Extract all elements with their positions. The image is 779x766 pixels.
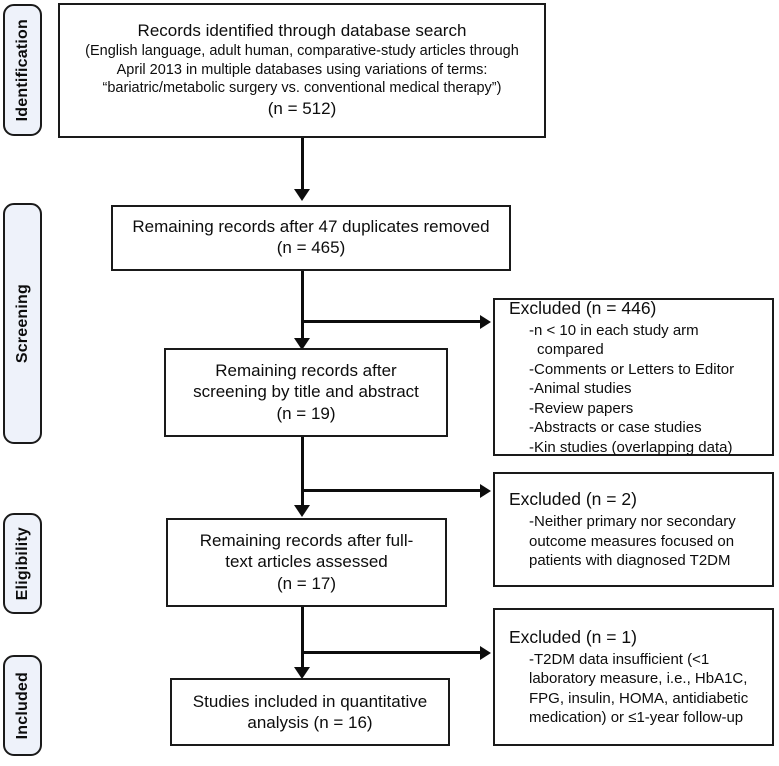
box-after-fulltext-count: (n = 17) bbox=[276, 573, 337, 593]
arrowhead-branch-to-excluded-eligibility bbox=[480, 484, 491, 498]
stage-label-screening: Screening bbox=[13, 283, 31, 364]
box-after-fulltext-title-2: text articles assessed bbox=[225, 552, 388, 572]
box-excluded-eligibility: Excluded (n = 2) -Neither primary nor se… bbox=[493, 472, 774, 587]
excluded-reason: outcome measures focused on bbox=[529, 532, 735, 550]
box-records-identified-sub-3: “bariatric/metabolic surgery vs. convent… bbox=[102, 80, 502, 97]
connector-branch-to-excluded-eligibility bbox=[301, 489, 481, 492]
excluded-reason: -Abstracts or case studies bbox=[529, 419, 702, 437]
connector-fulltext-to-included bbox=[301, 607, 304, 672]
connector-deduplicated-to-screened bbox=[301, 271, 304, 339]
excluded-reason: FPG, insulin, HOMA, antidiabetic bbox=[529, 689, 749, 707]
box-excluded-eligibility-heading: Excluded (n = 2) bbox=[509, 489, 637, 510]
box-after-duplicates-count: (n = 465) bbox=[276, 238, 346, 258]
stage-pill-screening: Screening bbox=[3, 203, 42, 444]
box-after-screening-title-2: screening by title and abstract bbox=[193, 382, 419, 402]
box-excluded-included-heading: Excluded (n = 1) bbox=[509, 627, 637, 648]
box-after-screening-title-1: Remaining records after bbox=[215, 360, 397, 380]
box-excluded-eligibility-reasons: -Neither primary nor secondary outcome m… bbox=[509, 512, 762, 571]
excluded-reason: laboratory measure, i.e., HbA1C, bbox=[529, 670, 748, 688]
box-records-identified-sub-1: (English language, adult human, comparat… bbox=[85, 42, 519, 59]
box-after-fulltext-title-1: Remaining records after full- bbox=[199, 530, 414, 550]
excluded-reason: medication) or ≤1-year follow-up bbox=[529, 709, 744, 727]
stage-pill-eligibility: Eligibility bbox=[3, 513, 42, 614]
box-after-screening: Remaining records after screening by tit… bbox=[164, 348, 448, 437]
box-excluded-included-reasons: -T2DM data insufficient (<1 laboratory m… bbox=[509, 650, 762, 728]
box-records-identified-sub-2: April 2013 in multiple databases using v… bbox=[116, 61, 488, 78]
excluded-reason: -Review papers bbox=[529, 399, 634, 417]
box-studies-included-title-2: analysis (n = 16) bbox=[247, 713, 373, 732]
excluded-reason: patients with diagnosed T2DM bbox=[529, 552, 731, 570]
excluded-reason: -T2DM data insufficient (<1 bbox=[529, 650, 710, 668]
excluded-reason: -Animal studies bbox=[529, 380, 632, 398]
arrowhead-deduplicated-to-screened bbox=[294, 338, 310, 350]
box-studies-included: Studies included in quantitative analysi… bbox=[170, 678, 450, 746]
excluded-reason: -Kin studies (overlapping data) bbox=[529, 438, 733, 456]
connector-screened-to-fulltext bbox=[301, 437, 304, 505]
box-after-fulltext: Remaining records after full- text artic… bbox=[166, 518, 447, 607]
excluded-reason: -Neither primary nor secondary bbox=[529, 513, 736, 531]
arrowhead-branch-to-excluded-screening bbox=[480, 315, 491, 329]
excluded-reason: -Comments or Letters to Editor bbox=[529, 360, 735, 378]
box-studies-included-title-1: Studies included in quantitative bbox=[192, 691, 428, 711]
connector-branch-to-excluded-screening bbox=[301, 320, 481, 323]
box-after-duplicates: Remaining records after 47 duplicates re… bbox=[111, 205, 511, 271]
box-excluded-screening-heading: Excluded (n = 446) bbox=[509, 297, 657, 318]
arrowhead-screened-to-fulltext bbox=[294, 505, 310, 517]
box-records-identified: Records identified through database sear… bbox=[58, 3, 546, 138]
arrowhead-fulltext-to-included bbox=[294, 667, 310, 679]
stage-pill-identification: Identification bbox=[3, 4, 42, 136]
box-after-screening-count: (n = 19) bbox=[276, 403, 336, 423]
stage-label-identification: Identification bbox=[13, 18, 31, 122]
stage-pill-included: Included bbox=[3, 655, 42, 756]
box-excluded-screening-reasons: -n < 10 in each study arm compared -Comm… bbox=[509, 321, 762, 458]
box-excluded-screening: Excluded (n = 446) -n < 10 in each study… bbox=[493, 298, 774, 456]
stage-label-included: Included bbox=[13, 671, 31, 740]
box-records-identified-title: Records identified through database sear… bbox=[137, 21, 467, 41]
stage-label-eligibility: Eligibility bbox=[13, 526, 31, 601]
connector-identified-to-deduplicated bbox=[301, 138, 304, 190]
excluded-reason: -n < 10 in each study arm compared bbox=[529, 321, 699, 359]
arrowhead-identified-to-deduplicated bbox=[294, 189, 310, 201]
box-records-identified-count: (n = 512) bbox=[267, 99, 337, 119]
box-after-duplicates-title: Remaining records after 47 duplicates re… bbox=[132, 217, 490, 237]
arrowhead-branch-to-excluded-included bbox=[480, 646, 491, 660]
connector-branch-to-excluded-included bbox=[301, 651, 481, 654]
box-excluded-included: Excluded (n = 1) -T2DM data insufficient… bbox=[493, 608, 774, 746]
